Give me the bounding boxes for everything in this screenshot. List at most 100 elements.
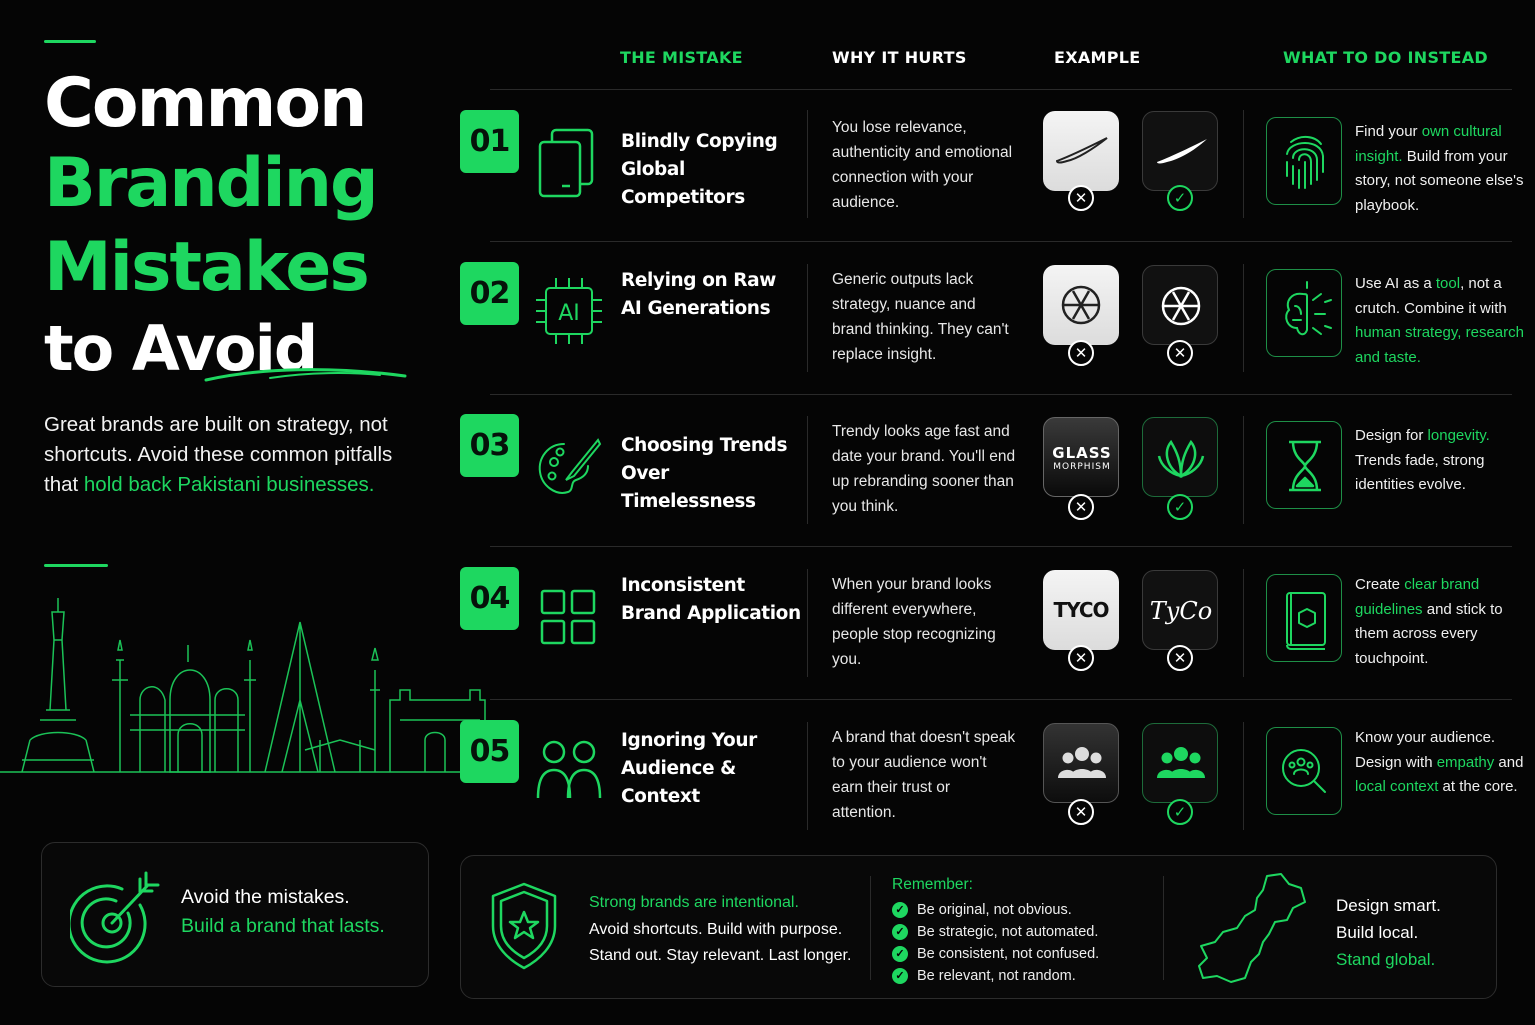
guidelines-book-icon xyxy=(1266,574,1342,662)
why-text: Trendy looks age fast and date your bran… xyxy=(832,423,1016,515)
header-why: WHY IT HURTS xyxy=(832,48,967,67)
grid-icon xyxy=(540,589,596,645)
example-wrong-tyco-script: TyCo xyxy=(1142,570,1218,650)
instead-highlight: longevity. xyxy=(1427,427,1490,444)
ai-knot-logo-icon xyxy=(1061,285,1101,325)
row-number: 03 xyxy=(460,414,519,477)
callout-line-1: Avoid the mistakes. xyxy=(181,886,350,908)
instead-highlight: own cultural insight. xyxy=(1355,123,1502,165)
column-separator xyxy=(1243,110,1244,218)
divider xyxy=(490,699,1512,700)
check-badge-icon: ✓ xyxy=(1167,799,1193,825)
swoosh-logo-icon xyxy=(1055,137,1108,164)
summary-line-2: Avoid shortcuts. Build with purpose. xyxy=(589,920,843,938)
mistake-title: Choosing Trends Over Timelessness xyxy=(621,435,788,512)
summary-line-3: Stand out. Stay relevant. Last longer. xyxy=(589,947,852,964)
title-line-3: Mistakes xyxy=(44,228,370,307)
leaf-logo-icon xyxy=(1157,439,1205,479)
instead-pre: Create xyxy=(1355,576,1405,593)
pakistan-map-icon xyxy=(1198,873,1306,983)
example-wrong-tyco-block: TYCO xyxy=(1043,570,1119,650)
instead-text: Use AI as a tool, not a crutch. Combine … xyxy=(1355,272,1530,370)
mistake-title: Blindly Copying Global Competitors xyxy=(621,131,778,208)
row-number: 01 xyxy=(460,110,519,173)
column-separator xyxy=(1243,722,1244,830)
example-right-leaf xyxy=(1142,417,1218,497)
accent-dash-mid xyxy=(44,564,108,567)
example-wrong-swoosh xyxy=(1043,111,1119,191)
intro-text: Great brands are built on strategy, not … xyxy=(44,410,404,500)
instead-pre: Find your xyxy=(1355,123,1422,140)
remember-item: ✓Be consistent, not confused. xyxy=(892,943,1099,965)
mistake-title: Ignoring Your Audience & Context xyxy=(621,730,757,807)
row-number: 04 xyxy=(460,567,519,630)
mistake-row-2: 02 AI Relying on Raw AI Generations Gene… xyxy=(460,262,1535,414)
instead-text: Create clear brand guidelines and stick … xyxy=(1355,573,1530,671)
audience-search-icon xyxy=(1266,727,1342,815)
title-line-1: Common xyxy=(44,64,367,143)
mistake-row-4: 04 Inconsistent Brand Application When y… xyxy=(460,567,1535,719)
pakistan-skyline-illustration xyxy=(0,598,490,773)
header-example: EXAMPLE xyxy=(1054,48,1141,67)
people-icon xyxy=(536,740,602,799)
divider xyxy=(490,394,1512,395)
fingerprint-icon xyxy=(1266,117,1342,205)
example-wrong-ai-dark xyxy=(1142,265,1218,345)
header-instead: WHAT TO DO INSTEAD xyxy=(1283,48,1488,67)
column-separator xyxy=(807,264,808,372)
remember-item: ✓Be original, not obvious. xyxy=(892,899,1099,921)
instead-highlight: tool xyxy=(1435,275,1461,292)
instead-pre: Use AI as a xyxy=(1355,275,1436,292)
instead-highlight-2: local context xyxy=(1355,778,1439,795)
remember-item: ✓Be strategic, not automated. xyxy=(892,921,1099,943)
ai-knot-logo-icon xyxy=(1161,286,1201,326)
column-separator xyxy=(1243,416,1244,524)
ai-chip-label: AI xyxy=(558,301,580,326)
closing-line-1: Design smart. xyxy=(1336,896,1441,915)
column-separator xyxy=(807,110,808,218)
column-separator xyxy=(1243,264,1244,372)
intro-body: Great brands are built on strategy, not … xyxy=(44,413,393,496)
wrong-badge-icon: ✕ xyxy=(1167,645,1193,671)
instead-pre: Design for xyxy=(1355,427,1428,444)
why-text: A brand that doesn't speak to your audie… xyxy=(832,729,1016,821)
remember-item-text: Be relevant, not random. xyxy=(917,968,1076,984)
why-text: You lose relevance, authenticity and emo… xyxy=(832,119,1013,211)
underline-swoosh xyxy=(204,368,407,382)
remember-item: ✓ Be relevant, not random. xyxy=(892,965,1099,987)
mistake-title: Relying on Raw AI Generations xyxy=(621,270,776,319)
column-separator xyxy=(807,722,808,830)
check-circle-icon: ✓ xyxy=(892,968,908,984)
mistake-row-5: 05 Ignoring Your Audience & Context A br… xyxy=(460,720,1535,872)
closing-text: Design smart. Build local. Stand global. xyxy=(1336,892,1441,973)
wrong-badge-icon: ✕ xyxy=(1068,340,1094,366)
example-wrong-group xyxy=(1043,723,1119,803)
instead-highlight-2: human strategy, research and taste. xyxy=(1355,324,1524,366)
title-line-4: to Avoid xyxy=(44,312,318,385)
instead-mid: , not a crutch. Combine it with xyxy=(1355,275,1507,317)
wrong-badge-icon: ✕ xyxy=(1068,799,1094,825)
swoosh-logo-icon xyxy=(1157,139,1207,164)
column-separator xyxy=(1163,876,1164,980)
divider xyxy=(490,89,1512,90)
column-separator xyxy=(807,416,808,524)
row-number: 02 xyxy=(460,262,519,325)
tyco-script-text: TyCo xyxy=(1149,597,1213,625)
wrong-badge-icon: ✕ xyxy=(1167,340,1193,366)
hourglass-icon xyxy=(1266,421,1342,509)
footer-callout-text: Avoid the mistakes. Build a brand that l… xyxy=(181,883,385,941)
header-mistake: THE MISTAKE xyxy=(620,48,743,67)
closing-line-3: Stand global. xyxy=(1336,950,1436,969)
wrong-badge-icon: ✕ xyxy=(1068,185,1094,211)
instead-post: Build from your story, not someone else'… xyxy=(1355,147,1524,214)
morphism-text: MORPHISM xyxy=(1053,462,1111,472)
copy-icon xyxy=(538,128,594,198)
mistake-row-1: 01 Blindly Copying Global Competitors Yo… xyxy=(460,110,1535,262)
column-separator xyxy=(1243,569,1244,677)
divider xyxy=(490,546,1512,547)
callout-line-2: Build a brand that lasts. xyxy=(181,915,385,937)
why-text: Generic outputs lack strategy, nuance an… xyxy=(832,271,1009,363)
instead-highlight: clear brand guidelines xyxy=(1355,576,1480,618)
intro-highlight: hold back Pakistani businesses. xyxy=(83,473,375,496)
remember-item-text: Be original, not obvious. xyxy=(917,902,1072,918)
